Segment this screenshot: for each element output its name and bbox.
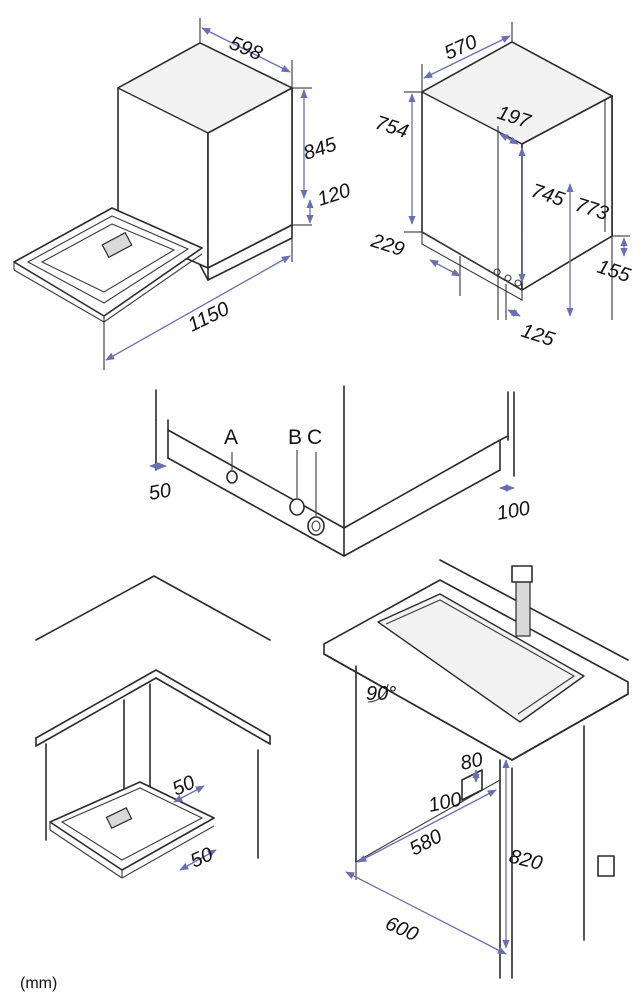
dim-1150: 1150 [185, 298, 233, 337]
fig1-dishwasher-open [13, 42, 293, 323]
fig5-kitchen-niche: 90° 80 100 580 820 600 [323, 559, 629, 979]
dim-120: 120 [315, 180, 354, 211]
connection-label-c: C [307, 426, 322, 449]
dim-125: 125 [518, 320, 557, 352]
dim-100-right: 100 [495, 497, 532, 524]
angle-90: 90° [366, 683, 396, 705]
fig4-built-in-open: 50 50 [35, 575, 271, 879]
connection-label-a: A [224, 426, 238, 449]
dim-845: 845 [301, 133, 340, 165]
dim-50-door: 50 [187, 843, 216, 872]
dim-155: 155 [594, 256, 633, 288]
dim-80: 80 [458, 749, 484, 775]
dim-100: 100 [426, 788, 463, 816]
dim-50-left: 50 [147, 479, 173, 505]
dim-50-side: 50 [169, 771, 198, 800]
unit-label: (mm) [20, 975, 57, 992]
dim-229: 229 [368, 230, 407, 262]
dim-600: 600 [382, 912, 421, 946]
fig3-niche-detail: A B C 50 100 [147, 385, 532, 557]
dim-570: 570 [441, 31, 480, 65]
dim-754: 754 [372, 112, 411, 143]
fig2-dishwasher-rear [421, 41, 613, 301]
connection-label-b: B [288, 426, 302, 449]
